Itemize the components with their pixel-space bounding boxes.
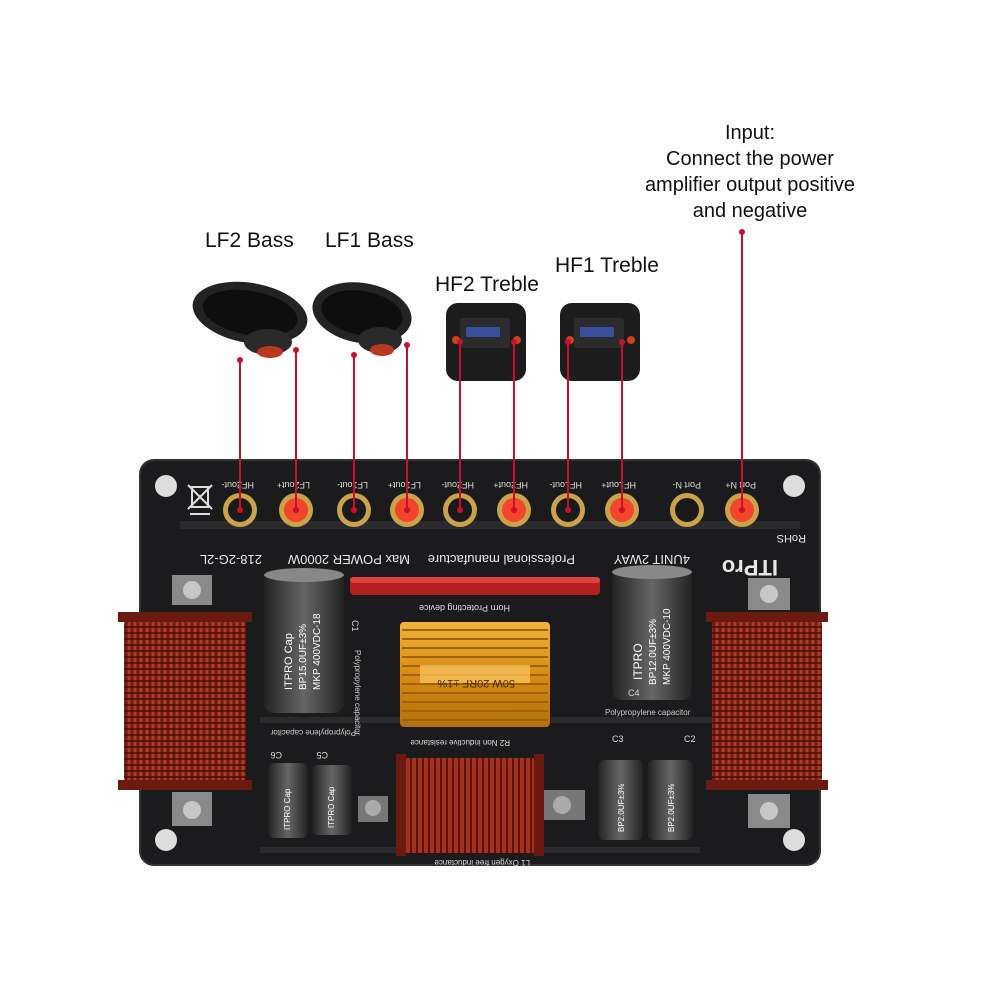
terminal-label: Port N+ xyxy=(725,480,756,490)
terminal-label: HF2out- xyxy=(221,480,254,490)
label-lf2-bass: LF2 Bass xyxy=(205,229,294,252)
weee-bin-icon xyxy=(187,484,213,515)
wire-dot xyxy=(237,357,243,363)
wire-dot xyxy=(293,347,299,353)
cap-text: ITPRO Cap xyxy=(283,633,295,690)
connection-wires xyxy=(237,229,745,513)
cap-name: C3 xyxy=(612,734,624,744)
terminal-label: LF1out- xyxy=(337,480,368,490)
cap-name: C6 xyxy=(270,750,282,760)
capacitor-c4: ITPRO BP12.0UF±3% MKP 400VDC-10 xyxy=(612,565,692,700)
poly-cap-label: Polypropylene capacitor xyxy=(270,728,356,737)
board-brand-text: ITPro xyxy=(722,555,778,580)
cap-text: MKP 400VDC-18 xyxy=(312,613,323,690)
cap-text: ITPRO xyxy=(631,643,645,680)
resistor-label: 50W 20RF ±1% xyxy=(437,677,515,689)
wire-dot xyxy=(351,507,357,513)
label-hf1-treble: HF1 Treble xyxy=(555,254,659,277)
cap-text: MKP 400VDC-10 xyxy=(662,608,673,685)
wire-dot xyxy=(565,339,571,345)
terminal-post[interactable] xyxy=(670,493,704,527)
cap-text: BP15.0UF±3% xyxy=(298,624,309,690)
board-rohs-text: RoHS xyxy=(777,532,806,544)
wire-dot xyxy=(457,339,463,345)
cap-text: ITPRO Cap xyxy=(327,786,336,828)
wire-dot xyxy=(619,339,625,345)
wire-dot xyxy=(237,507,243,513)
capacitor-c2: BP2.0UF±3% xyxy=(648,760,693,840)
wire-dot xyxy=(739,507,745,513)
wire-dot xyxy=(619,507,625,513)
wire-dot xyxy=(511,339,517,345)
input-note-line: amplifier output positive xyxy=(644,174,856,196)
poly-cap-label: Polypropylene capacitor xyxy=(605,708,691,717)
board-type-text: 4UNIT 2WAY xyxy=(613,552,690,567)
cap-text: BP2.0UF±3% xyxy=(617,784,626,832)
label-hf2-treble: HF2 Treble xyxy=(435,273,539,296)
board-manufacture-text: Professional manufacture xyxy=(428,552,575,567)
terminal-label: Port N- xyxy=(672,480,701,490)
cap-name: C4 xyxy=(628,688,640,698)
inductor-left xyxy=(118,575,252,826)
capacitor-c1: ITPRO Cap BP15.0UF±3% MKP 400VDC-18 xyxy=(264,568,344,713)
mounting-hole xyxy=(155,829,177,851)
input-note: Input: Connect the power amplifier outpu… xyxy=(600,120,900,224)
terminal-label: HF1out+ xyxy=(601,480,636,490)
cap-name: C1 xyxy=(350,620,360,632)
board-model-text: 218-2G-2L xyxy=(200,552,262,567)
tweeter-hf2 xyxy=(446,303,526,381)
capacitor-c5: ITPRO Cap xyxy=(312,765,352,835)
woofer-lf2 xyxy=(192,281,308,358)
poly-cap-label: Polypropylene capacitor xyxy=(353,650,362,736)
mounting-hole xyxy=(783,475,805,497)
capacitor-c3: BP2.0UF±3% xyxy=(598,760,643,840)
wire-dot xyxy=(739,229,745,235)
woofer-lf1 xyxy=(312,282,412,356)
input-note-line: Input: xyxy=(724,122,776,144)
cap-name: C5 xyxy=(316,750,328,760)
cap-text: BP2.0UF±3% xyxy=(667,784,676,832)
inductor-caption: L1 Oxygen free inductance xyxy=(434,858,530,867)
input-note-line: and negative xyxy=(692,200,808,222)
wire-dot xyxy=(404,507,410,513)
terminal-label: HF2out+ xyxy=(493,480,528,490)
horn-protect-lamp xyxy=(350,577,600,595)
terminal-label: LF1out+ xyxy=(388,480,421,490)
cap-text: BP12.0UF±3% xyxy=(648,619,659,685)
capacitor-c6: ITPRO Cap xyxy=(268,763,308,838)
terminal-label: HF1out- xyxy=(549,480,582,490)
cap-name: C2 xyxy=(684,734,696,744)
wire-dot xyxy=(404,342,410,348)
input-note-line: Connect the power xyxy=(666,148,834,170)
inductor-l1 xyxy=(358,754,585,856)
inductor-right xyxy=(706,578,828,828)
terminal-label: LF2out+ xyxy=(277,480,310,490)
wire-dot xyxy=(457,507,463,513)
power-resistor: 50W 20RF ±1% xyxy=(400,622,550,727)
wire-dot xyxy=(293,507,299,513)
board-power-text: Max POWER 2000W xyxy=(287,552,410,567)
wire-dot xyxy=(511,507,517,513)
wire-dot xyxy=(351,352,357,358)
resistor-caption: R2 Non inductive resistance xyxy=(410,738,510,747)
cap-text: ITPRO Cap xyxy=(283,788,292,830)
wire-dot xyxy=(565,507,571,513)
mounting-hole xyxy=(155,475,177,497)
label-lf1-bass: LF1 Bass xyxy=(325,229,414,252)
mounting-hole xyxy=(783,829,805,851)
horn-protect-label: Horn Protecting device xyxy=(419,603,510,613)
tweeter-hf1 xyxy=(560,303,640,381)
terminal-label: HF2out- xyxy=(441,480,474,490)
